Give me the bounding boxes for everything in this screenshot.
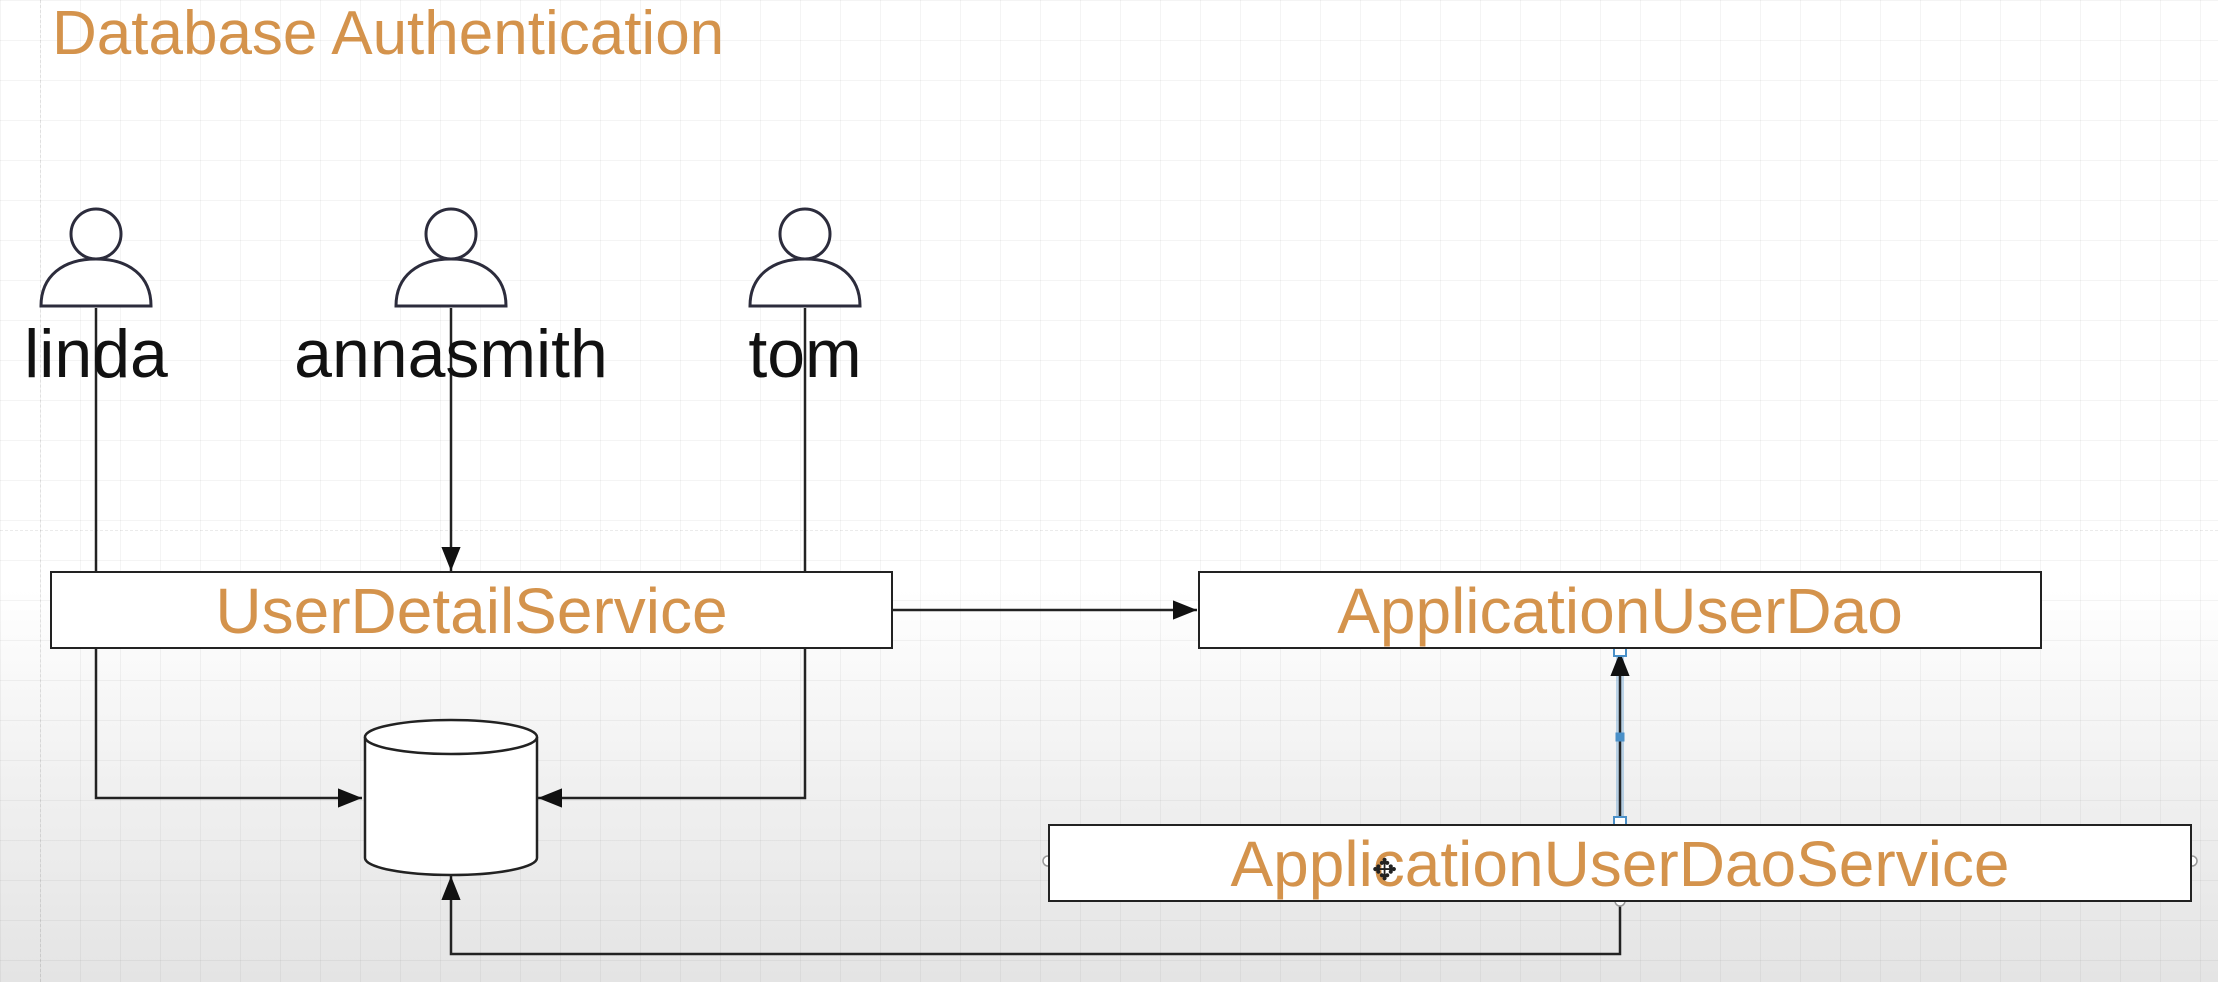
user-label-linda[interactable]: linda <box>24 316 168 392</box>
application-user-dao-label: ApplicationUserDao <box>1337 575 1903 647</box>
selection-handle-mid[interactable] <box>1615 732 1625 742</box>
user-icon[interactable] <box>37 206 155 308</box>
edge-applicationuserdaoservice-to-database[interactable] <box>441 876 1622 956</box>
application-user-dao-box[interactable]: ApplicationUserDao <box>1198 571 2042 649</box>
application-user-dao-service-label: ApplicationUserDaoService <box>1230 828 2010 900</box>
diagram-title[interactable]: Database Authentication <box>52 0 725 68</box>
application-user-dao-service-box[interactable]: ApplicationUserDaoService <box>1048 824 2192 902</box>
user-label-tom[interactable]: tom <box>748 316 862 392</box>
horizontal-guide-line <box>0 530 2218 531</box>
move-cursor-icon: ✥ <box>1372 854 1398 887</box>
user-label-annasmith[interactable]: annasmith <box>294 316 608 392</box>
user-detail-service-label: UserDetailService <box>215 575 728 647</box>
user-icon[interactable] <box>392 206 510 308</box>
database-icon[interactable] <box>363 718 539 877</box>
vertical-guide-line <box>40 0 41 982</box>
edge-tom-to-database[interactable] <box>538 308 807 808</box>
edge-linda-to-database[interactable] <box>94 308 362 808</box>
user-icon[interactable] <box>746 206 864 308</box>
user-detail-service-box[interactable]: UserDetailService <box>50 571 893 649</box>
